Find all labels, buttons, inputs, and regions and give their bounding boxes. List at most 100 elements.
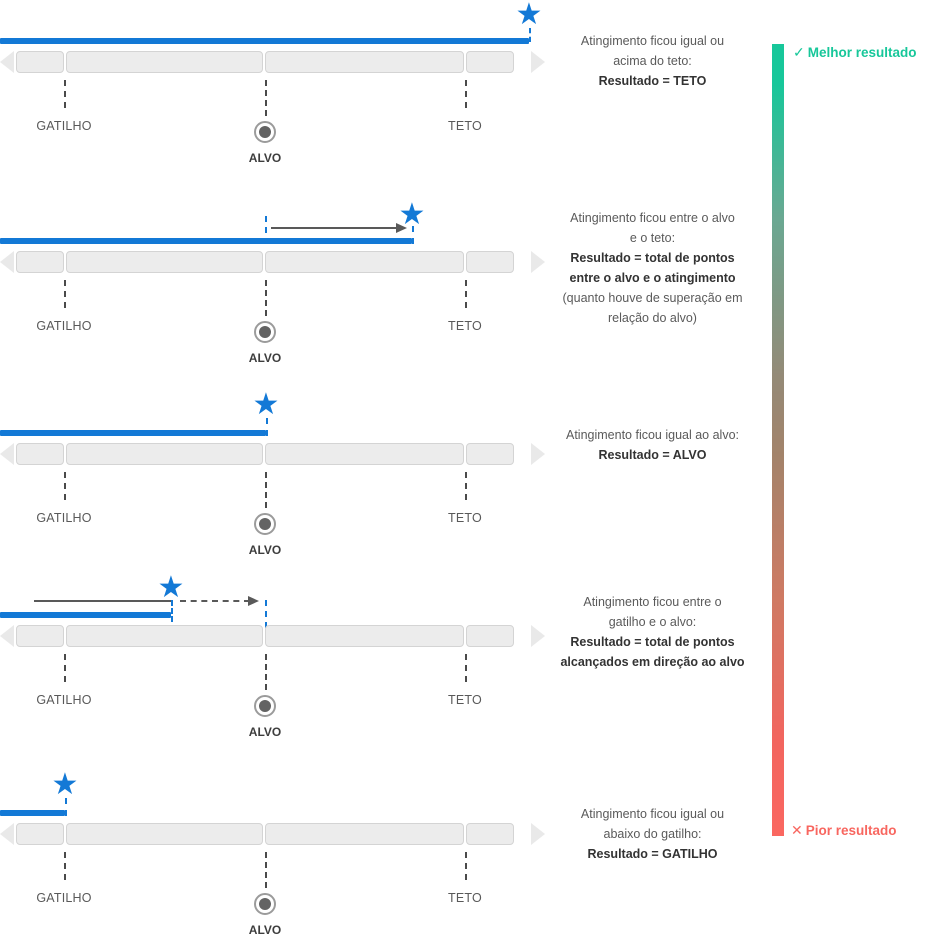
track-segment-2 bbox=[66, 51, 263, 73]
track-left-cap-icon bbox=[0, 251, 14, 273]
desc-result: Resultado = total de pontos entre o alvo… bbox=[569, 251, 736, 285]
desc-line-1: Atingimento ficou igual ou bbox=[580, 807, 725, 821]
tick-teto bbox=[465, 80, 467, 108]
alvo-marker-icon bbox=[254, 321, 276, 343]
label-gatilho: GATILHO bbox=[36, 119, 92, 133]
attainment-star-icon: ★ bbox=[252, 388, 280, 421]
scale-diagram: ★ GATILHO TETO ALVO bbox=[0, 0, 545, 190]
scenario-description: Atingimento ficou igual ao alvo: Resulta… bbox=[560, 425, 745, 465]
alvo-marker-icon bbox=[254, 893, 276, 915]
track-segment-4 bbox=[466, 443, 514, 465]
desc-result: Resultado = ALVO bbox=[598, 448, 707, 462]
track-segment-3 bbox=[265, 251, 464, 273]
track-segment-4 bbox=[466, 51, 514, 73]
progress-arrow-line bbox=[34, 600, 171, 602]
result-quality-gradient-bar bbox=[772, 44, 784, 836]
track-left-cap-icon bbox=[0, 443, 14, 465]
label-alvo: ALVO bbox=[248, 923, 282, 937]
tick-alvo bbox=[265, 80, 267, 116]
tick-alvo bbox=[265, 472, 267, 508]
attainment-bar bbox=[0, 238, 412, 244]
track-segment-2 bbox=[66, 625, 263, 647]
scenario-description: Atingimento ficou igual ou abaixo do gat… bbox=[560, 804, 745, 864]
track-segment-1 bbox=[16, 823, 64, 845]
scale-diagram: ★ GATILHO TETO ALVO bbox=[0, 368, 545, 558]
track-segment-1 bbox=[16, 251, 64, 273]
label-teto: TETO bbox=[448, 511, 482, 525]
desc-line-1: Atingimento ficou entre o alvo bbox=[570, 211, 735, 225]
tick-teto bbox=[465, 280, 467, 308]
desc-line-2: acima do teto: bbox=[613, 54, 692, 68]
attainment-connector bbox=[412, 226, 414, 244]
label-gatilho: GATILHO bbox=[36, 693, 92, 707]
gap-arrow-head-icon bbox=[248, 596, 259, 606]
desc-line-2: e o teto: bbox=[629, 231, 676, 245]
label-alvo: ALVO bbox=[248, 725, 282, 739]
desc-line-2: gatilho e o alvo: bbox=[608, 615, 697, 629]
track-segment-3 bbox=[265, 625, 464, 647]
scale-track bbox=[0, 51, 545, 75]
track-segment-3 bbox=[265, 443, 464, 465]
tick-teto bbox=[465, 852, 467, 880]
track-left-cap-icon bbox=[0, 51, 14, 73]
track-segment-3 bbox=[265, 51, 464, 73]
tick-gatilho bbox=[64, 80, 66, 108]
label-teto: TETO bbox=[448, 891, 482, 905]
gain-arrow-line bbox=[271, 227, 399, 229]
scale-diagram: ★ GATILHO TETO ALVO bbox=[0, 560, 545, 750]
worst-result-label: ✕Pior resultado bbox=[791, 822, 897, 839]
track-right-cap-icon bbox=[531, 51, 545, 73]
scale-diagram: ★ GATILHO TETO ALVO bbox=[0, 752, 545, 942]
track-segment-4 bbox=[466, 823, 514, 845]
best-result-label: ✓Melhor resultado bbox=[793, 44, 917, 61]
desc-line-2: abaixo do gatilho: bbox=[603, 827, 702, 841]
scale-track bbox=[0, 443, 545, 467]
alvo-marker-icon bbox=[254, 121, 276, 143]
scale-track bbox=[0, 251, 545, 275]
tick-teto bbox=[465, 472, 467, 500]
attainment-connector bbox=[266, 418, 268, 436]
track-right-cap-icon bbox=[531, 625, 545, 647]
label-alvo: ALVO bbox=[248, 151, 282, 165]
track-left-cap-icon bbox=[0, 625, 14, 647]
attainment-star-icon: ★ bbox=[515, 0, 543, 31]
track-right-cap-icon bbox=[531, 251, 545, 273]
gap-arrow-line bbox=[180, 600, 250, 602]
attainment-star-icon: ★ bbox=[51, 768, 79, 801]
alvo-marker-icon bbox=[254, 695, 276, 717]
scenario-description: Atingimento ficou entre o gatilho e o al… bbox=[560, 592, 745, 672]
attainment-connector bbox=[529, 28, 531, 42]
track-segment-2 bbox=[66, 443, 263, 465]
track-segment-4 bbox=[466, 625, 514, 647]
scale-track bbox=[0, 823, 545, 847]
attainment-bar bbox=[0, 38, 529, 44]
label-alvo: ALVO bbox=[248, 543, 282, 557]
tick-gatilho bbox=[64, 472, 66, 500]
track-segment-4 bbox=[466, 251, 514, 273]
desc-result: Resultado = total de pontos alcançados e… bbox=[560, 635, 745, 669]
gain-arrow-head-icon bbox=[396, 223, 407, 233]
scale-track bbox=[0, 625, 545, 649]
desc-line-1: Atingimento ficou igual ou bbox=[580, 34, 725, 48]
tick-teto bbox=[465, 654, 467, 682]
label-gatilho: GATILHO bbox=[36, 319, 92, 333]
tick-alvo bbox=[265, 280, 267, 316]
attainment-bar bbox=[0, 810, 65, 816]
track-left-cap-icon bbox=[0, 823, 14, 845]
tick-gatilho bbox=[64, 852, 66, 880]
cross-icon: ✕ bbox=[791, 822, 803, 838]
attainment-connector bbox=[65, 798, 67, 816]
label-teto: TETO bbox=[448, 119, 482, 133]
scenario-description: Atingimento ficou igual ou acima do teto… bbox=[560, 31, 745, 91]
track-right-cap-icon bbox=[531, 823, 545, 845]
desc-result: Resultado = TETO bbox=[598, 74, 707, 88]
label-teto: TETO bbox=[448, 693, 482, 707]
tick-alvo bbox=[265, 654, 267, 690]
desc-result: Resultado = GATILHO bbox=[587, 847, 718, 861]
label-gatilho: GATILHO bbox=[36, 891, 92, 905]
attainment-connector bbox=[171, 600, 173, 622]
track-segment-1 bbox=[16, 443, 64, 465]
alvo-marker-icon bbox=[254, 513, 276, 535]
track-segment-1 bbox=[16, 625, 64, 647]
track-segment-2 bbox=[66, 251, 263, 273]
